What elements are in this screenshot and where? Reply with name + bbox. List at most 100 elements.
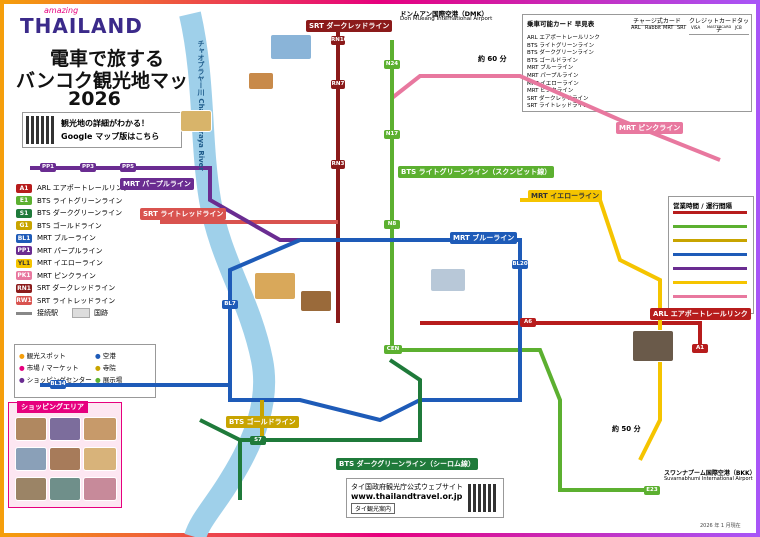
poi-market-label: ● 市場 / マーケット (19, 364, 79, 372)
poi-exhibition-label: ● 展示場 (95, 376, 123, 384)
legend-badge-bl1: BL1 (16, 233, 32, 243)
mrt-purple-label: MRT パープルライン (120, 178, 194, 190)
website-qr-code[interactable] (468, 484, 496, 512)
dmk-airport-en: Don Mueang International Airport (400, 16, 493, 22)
bkk-airport-en: Suvarnabhumi International Airport (664, 476, 753, 482)
srt-darkred-label: SRT ダークレッドライン (306, 20, 393, 32)
mrt-purple-line (30, 166, 300, 242)
legend-badge-rw1: RW1 (16, 296, 32, 306)
shopping-area-panel: ショッピングエリア (8, 401, 122, 508)
fare-col: VISA (691, 25, 701, 30)
shop-photo (83, 477, 117, 501)
date-footnote: 2026 年 1 月現在 (700, 523, 741, 529)
station-bl20[interactable]: BL20 (512, 260, 528, 269)
legend-badge-e1: E1 (16, 196, 32, 206)
qr-text-line1: 観光地の詳細がわかる！ (61, 119, 149, 128)
hours-title: 営業時間 / 運行間隔 (673, 202, 732, 210)
hours-bar (673, 267, 747, 270)
fare-table-row: MRT パープルライン (527, 73, 579, 79)
google-maps-qr-box[interactable]: 観光地の詳細がわかる！ Google マップ版はこちら (22, 112, 182, 148)
fare-table-row: SRT ライトレッドライン (527, 103, 589, 110)
station-pp1[interactable]: PP1 (40, 163, 56, 172)
hours-bar (673, 253, 747, 256)
bts-gold-label: BTS ゴールドライン (226, 416, 299, 428)
station-a6[interactable]: A6 (520, 318, 536, 327)
landmark-photo (254, 272, 296, 300)
legend-label: SRT ライトレッドライン (37, 296, 116, 305)
shopping-area-title: ショッピングエリア (17, 401, 88, 413)
fare-col: SRT (677, 25, 687, 31)
hours-bar (673, 281, 747, 284)
page-title-line2: バンコク観光地マップ (16, 70, 207, 92)
shop-photo (83, 417, 117, 441)
legend-label: SRT ダークレッドライン (37, 284, 116, 293)
website-url[interactable]: www.thailandtravel.or.jp (351, 492, 463, 501)
station-rn7[interactable]: RN7 (331, 80, 345, 89)
airport-icon: ● (95, 352, 101, 360)
legend-label: MRT ブルーライン (37, 234, 96, 243)
page-title-year: 2026 (68, 88, 121, 110)
legend-label: MRT イエローライン (37, 259, 103, 268)
dmk-time: 約 60 分 (478, 55, 507, 63)
fare-table-row: MRT ブルーライン (527, 65, 574, 72)
station-a1[interactable]: A1 (692, 344, 708, 353)
temple-icon: ● (95, 364, 101, 372)
legend-label: BTS ゴールドライン (37, 221, 102, 230)
station-cen[interactable]: CEN (384, 345, 402, 354)
station-pp3[interactable]: PP3 (80, 163, 96, 172)
legend-badge-s1: S1 (16, 208, 32, 218)
station-e23[interactable]: E23 (644, 486, 660, 495)
bts-lightgreen-label: BTS ライトグリーンライン（スクンビット線） (398, 166, 555, 178)
bkk-time: 約 50 分 (612, 425, 641, 433)
poi-legend: ● 観光スポット ● 市場 / マーケット ● ショッピングセンター ● 空港 … (14, 344, 156, 398)
landmark-photo (632, 330, 674, 362)
station-n8[interactable]: N8 (384, 220, 400, 229)
exhibition-icon: ● (95, 376, 101, 384)
fare-col: ARL (631, 25, 641, 31)
thailand-logo: THAILAND (20, 14, 143, 38)
fare-group2: クレジットカードタッチ (689, 18, 750, 35)
arl-line (420, 321, 702, 348)
legend-label: BTS ライトグリーンライン (37, 196, 123, 205)
poi-sight-label: ● 観光スポット (19, 352, 66, 360)
shop-photo (15, 477, 47, 501)
legend-badge-pk1: PK1 (16, 271, 32, 281)
legend-label: MRT ピンクライン (37, 271, 96, 280)
station-rn3[interactable]: RN3 (331, 160, 345, 169)
page-title-line1: 電車で旅する (50, 48, 165, 70)
mrt-pink-label: MRT ピンクライン (616, 122, 684, 134)
station-s7[interactable]: S7 (250, 436, 266, 445)
shop-photo (15, 447, 47, 471)
fare-col: MASTERCARD (707, 25, 732, 29)
website-heading: タイ国政府観光庁公式ウェブサイト (351, 483, 463, 491)
station-rn10[interactable]: RN10 (331, 36, 348, 45)
qr-text-line2: Google マップ版はこちら (61, 132, 160, 141)
fare-table-row: ARL エアポートレールリンク (527, 35, 600, 41)
srt-lightred-label: SRT ライトレッドライン (140, 208, 227, 220)
legend-badge-g1: G1 (16, 221, 32, 231)
shop-photo (83, 447, 117, 471)
shop-photo (49, 477, 81, 501)
sight-icon: ● (19, 352, 25, 360)
fare-table-title: 乗車可能カード 早見表 (527, 20, 595, 28)
qr-code[interactable] (26, 116, 54, 144)
arl-label: ARL エアポートレールリンク (650, 308, 751, 320)
landmark-photo (270, 34, 312, 60)
station-n24[interactable]: N24 (384, 60, 400, 69)
legend-park-label: 国跡 (94, 309, 108, 318)
website-search[interactable]: タイ観光案内 (351, 503, 396, 514)
legend-label: ARL エアポートレールリンク (37, 184, 130, 193)
hours-bar (673, 225, 747, 228)
station-n17[interactable]: N17 (384, 130, 400, 139)
landmark-photo (300, 290, 332, 312)
hours-bar (673, 295, 747, 298)
station-bl34[interactable]: BL34 (50, 380, 66, 389)
legend-badge-yl1: YL1 (16, 258, 32, 268)
shop-photo (15, 417, 47, 441)
station-pp5[interactable]: PP5 (120, 163, 136, 172)
park-icon (72, 308, 90, 319)
bts-darkgreen-line (199, 358, 422, 442)
station-bl7[interactable]: BL7 (222, 300, 238, 309)
legend-label: BTS ダークグリーンライン (37, 209, 123, 218)
